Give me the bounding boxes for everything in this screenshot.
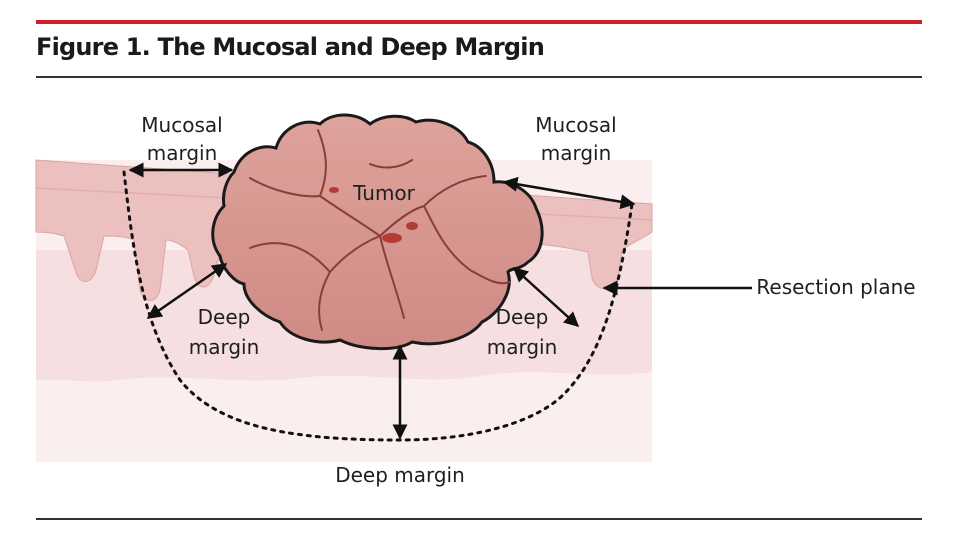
mucosal-margin-right-arrow [502, 176, 636, 210]
bottom-divider [36, 518, 922, 520]
deep-margin-left-arrow [146, 262, 228, 320]
mucosal-margin-left-label-2: margin [147, 141, 218, 165]
title-accent-bar [36, 20, 922, 24]
resection-plane-label: Resection plane [756, 275, 915, 299]
title-divider [36, 76, 922, 78]
deep-margin-right-arrow [512, 266, 580, 328]
deep-margin-left-label-1: Deep [198, 305, 251, 329]
tumor-fissures [249, 129, 511, 331]
mucosal-margin-right-label-2: margin [541, 141, 612, 165]
deep-margin-left-label-2: margin [189, 335, 260, 359]
mucosal-margin-right-label-1: Mucosal [535, 113, 616, 137]
deep-margin-right-label-1: Deep [496, 305, 549, 329]
deep-margin-bottom-label: Deep margin [335, 463, 465, 487]
figure-title: Figure 1. The Mucosal and Deep Margin [36, 33, 545, 61]
deep-margin-right-label-2: margin [487, 335, 558, 359]
tumor-mass [211, 113, 544, 351]
mucosal-margin-left-label-1: Mucosal [141, 113, 222, 137]
resection-plane-line [122, 170, 634, 442]
tumor-label: Tumor [352, 181, 416, 205]
tumor-vessels [329, 187, 418, 243]
